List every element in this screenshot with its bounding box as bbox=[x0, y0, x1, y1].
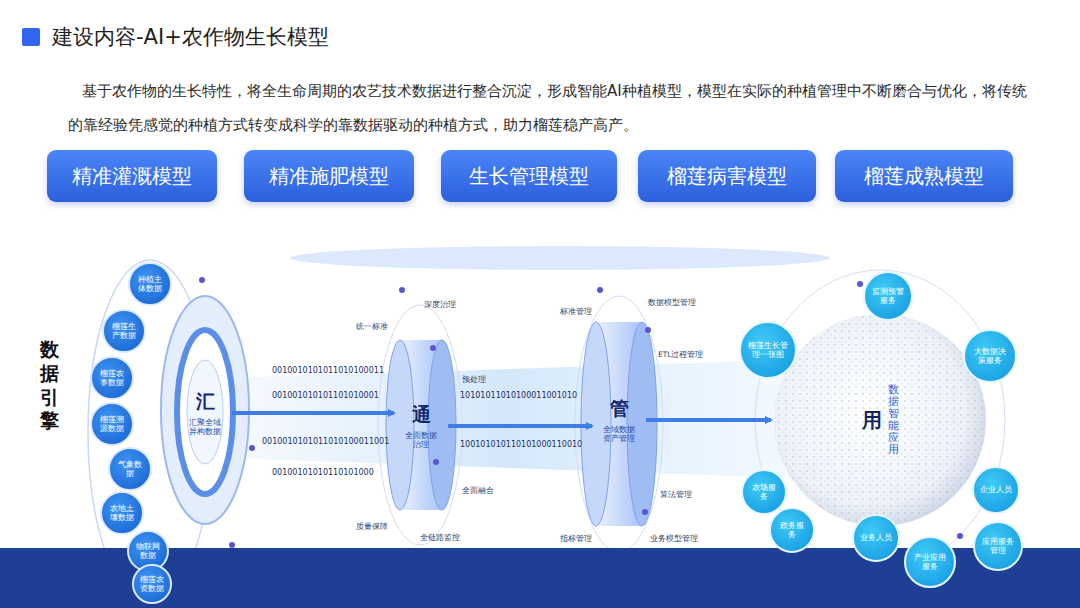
node-label: 大数据决策服务 bbox=[971, 347, 1009, 365]
engine-stage: 管全域数据资产管理 bbox=[596, 330, 642, 510]
node-label: 榴莲成熟模型 bbox=[864, 163, 984, 190]
title-marker bbox=[22, 28, 40, 46]
node-label: 气象数据 bbox=[115, 460, 145, 478]
gather-ring-inner bbox=[177, 330, 233, 494]
binary-stream: 100101010110101000110010 bbox=[460, 440, 582, 449]
node-label: 业务人员 bbox=[860, 533, 892, 542]
data-source-circle: 榴莲生产数据 bbox=[102, 309, 146, 353]
node-label: 农场服务 bbox=[749, 483, 779, 501]
process-tag: 标准管理 bbox=[560, 307, 592, 317]
application-circle: 农场服务 bbox=[741, 469, 787, 515]
binary-stream: 00100101010110101000 bbox=[272, 468, 374, 477]
description-text: 基于农作物的生长特性，将全生命周期的农艺技术数据进行整合沉淀，形成智能AI种植模… bbox=[68, 74, 1028, 142]
application-circle: 业务人员 bbox=[852, 514, 900, 562]
model-button: 精准灌溉模型 bbox=[47, 150, 217, 202]
node-label: 精准灌溉模型 bbox=[72, 163, 192, 190]
application-circle: 榴莲生长管理一张图 bbox=[739, 321, 797, 379]
node-label: 生长管理模型 bbox=[469, 163, 589, 190]
orbit bbox=[755, 270, 1005, 570]
process-tag: 数据模型管理 bbox=[648, 298, 696, 308]
process-tag: 深度治理 bbox=[424, 300, 456, 310]
model-button: 精准施肥模型 bbox=[244, 150, 414, 202]
application-circle: 大数据决策服务 bbox=[963, 329, 1017, 383]
process-tag: 算法管理 bbox=[660, 490, 692, 500]
node-label: 物联网数据 bbox=[134, 542, 162, 560]
node-label: 榴莲溯源数据 bbox=[97, 415, 127, 433]
model-button: 生长管理模型 bbox=[441, 150, 617, 202]
node-sublabel: 数据智能应用 bbox=[888, 384, 899, 457]
application-circle: 企业人员 bbox=[972, 466, 1020, 514]
flow-arrow bbox=[646, 418, 771, 422]
data-source-circle: 农地土壤数据 bbox=[100, 491, 144, 535]
node-label: 种植主体数据 bbox=[135, 275, 165, 293]
node-label: 企业人员 bbox=[980, 485, 1012, 494]
section-label: 数据引擎 bbox=[40, 338, 59, 433]
process-tag: 统一标准 bbox=[356, 322, 388, 332]
flow-arrow bbox=[448, 424, 592, 428]
binary-stream: 001001010101101010001 bbox=[272, 391, 379, 400]
cylinder-face bbox=[386, 340, 414, 510]
gather-ring bbox=[161, 296, 249, 524]
data-source-circle: 榴莲农资数据 bbox=[132, 564, 172, 604]
node-label: 应用服务管理 bbox=[981, 537, 1015, 555]
data-source-circle: 气象数据 bbox=[108, 447, 152, 491]
node-label: 榴莲生产数据 bbox=[109, 322, 139, 340]
process-tag: 业务模型管理 bbox=[650, 534, 698, 544]
flow-band bbox=[225, 360, 790, 478]
application-circle: 应用服务管理 bbox=[973, 521, 1023, 571]
node-label: 通 bbox=[412, 402, 431, 428]
halo bbox=[290, 246, 830, 270]
flow-arrow bbox=[232, 411, 394, 415]
application-circle: 政务服务 bbox=[769, 507, 815, 553]
cylinder-face bbox=[627, 322, 657, 526]
node-label: 政务服务 bbox=[777, 521, 807, 539]
node-sublabel: 全域数据资产管理 bbox=[602, 426, 636, 443]
process-tag: 预处理 bbox=[462, 375, 486, 385]
node-label: 产业应用服务 bbox=[912, 553, 948, 571]
node-label: 农地土壤数据 bbox=[107, 504, 137, 522]
node-label: 榴莲病害模型 bbox=[667, 163, 787, 190]
engine-stage: 汇汇聚全域异构数据 bbox=[182, 380, 228, 446]
node-label: 汇 bbox=[196, 389, 215, 415]
process-tag: 质量保障 bbox=[356, 522, 388, 532]
node-label: 监测预警服务 bbox=[871, 287, 905, 305]
data-source-circle: 种植主体数据 bbox=[128, 262, 172, 306]
orbit-dots bbox=[199, 277, 963, 548]
gather-ring-core bbox=[187, 360, 223, 464]
node-label: 榴莲农事数据 bbox=[97, 369, 127, 387]
node-label: 榴莲生长管理一张图 bbox=[747, 341, 789, 359]
model-button: 榴莲病害模型 bbox=[638, 150, 816, 202]
application-sphere: 用数据智能应用 bbox=[775, 315, 985, 525]
data-source-circle: 榴莲农事数据 bbox=[90, 356, 134, 400]
process-tag: 全链路监控 bbox=[420, 533, 460, 543]
process-tag: 全面融合 bbox=[462, 486, 494, 496]
node-label: 榴莲农资数据 bbox=[139, 575, 165, 593]
binary-stream: 10101011010100011001010 bbox=[460, 391, 577, 400]
node-sublabel: 汇聚全域异构数据 bbox=[188, 419, 222, 436]
application-circle: 监测预警服务 bbox=[863, 271, 913, 321]
node-sublabel: 全面数据治理 bbox=[404, 432, 438, 449]
sphere bbox=[774, 314, 986, 526]
binary-stream: 0010010101011010100011001 bbox=[262, 437, 389, 446]
slide-title: 建设内容-AI+农作物生长模型 bbox=[52, 23, 329, 51]
engine-stage: 通全面数据治理 bbox=[398, 350, 444, 502]
data-source-circle: 榴莲溯源数据 bbox=[90, 402, 134, 446]
process-tag: 指标管理 bbox=[560, 534, 592, 544]
node-label: 管 bbox=[610, 396, 629, 422]
sphere-texture bbox=[774, 314, 986, 526]
binary-stream: 0010010101011010100011 bbox=[272, 366, 384, 375]
process-tag: ETL过程管理 bbox=[658, 350, 704, 360]
node-label: 精准施肥模型 bbox=[269, 163, 389, 190]
node-label: 用 bbox=[862, 407, 882, 434]
application-circle: 产业应用服务 bbox=[904, 536, 956, 588]
model-button: 榴莲成熟模型 bbox=[835, 150, 1013, 202]
